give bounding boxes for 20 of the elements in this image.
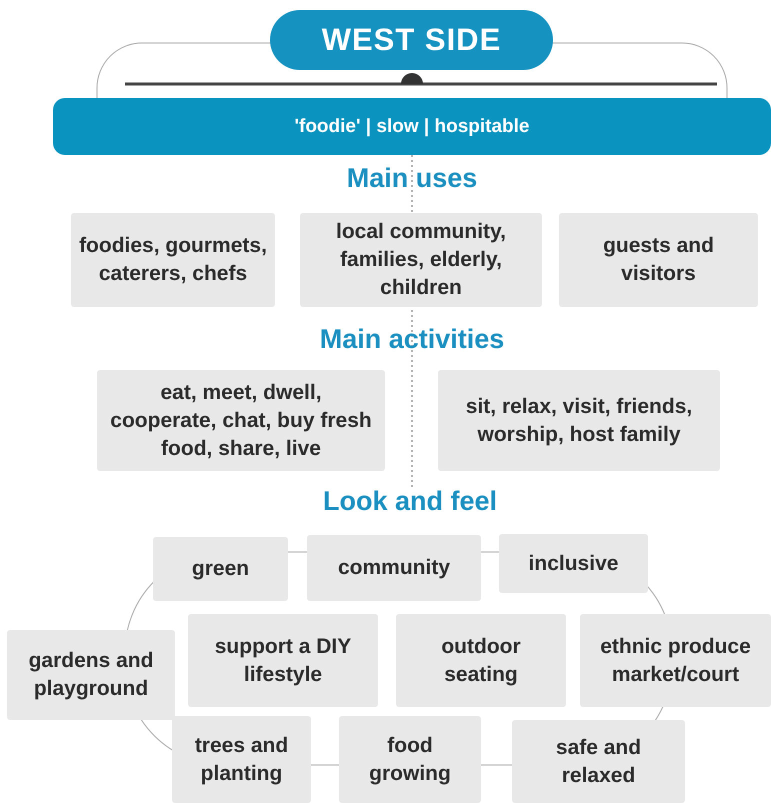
text-card: green (153, 537, 288, 601)
subtitle-band: 'foodie' | slow | hospitable (53, 98, 771, 155)
text-card: local community, families, elderly, children (300, 213, 542, 307)
text-card: safe and relaxed (512, 720, 685, 803)
text-card: ethnic produce market/court (580, 614, 771, 707)
text-card: community (307, 535, 481, 601)
section-heading: Look and feel (322, 486, 498, 517)
text-card: eat, meet, dwell, cooperate, chat, buy fresh food, share, live (97, 370, 385, 471)
text-card: inclusive (499, 534, 648, 593)
text-card: sit, relax, visit, friends, worship, host family (438, 370, 720, 471)
text-card: support a DIY lifestyle (188, 614, 378, 707)
text-card: gardens and playground (7, 630, 175, 720)
text-card: food growing (339, 716, 481, 803)
text-card: guests and visitors (559, 213, 758, 307)
section-heading: Main uses (346, 163, 478, 194)
title-pill: WEST SIDE (270, 10, 553, 70)
text-card: foodies, gourmets, caterers, chefs (71, 213, 275, 307)
text-card: outdoor seating (396, 614, 566, 707)
section-heading: Main activities (320, 324, 504, 355)
text-card: trees and planting (172, 716, 311, 803)
